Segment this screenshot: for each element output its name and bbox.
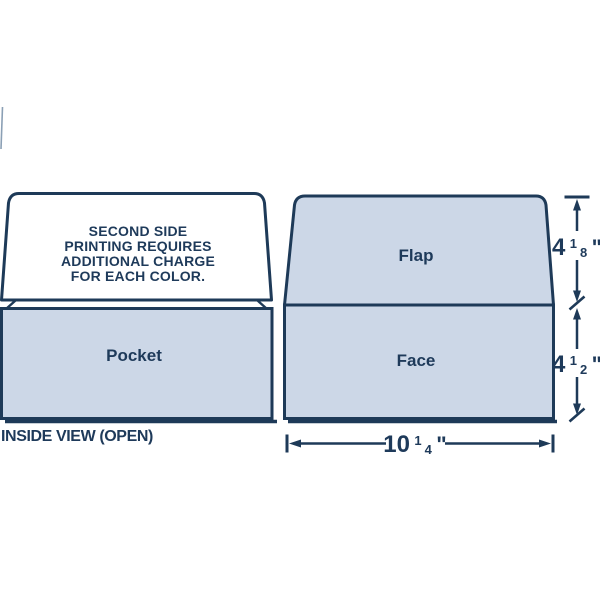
dim-slash-tick <box>568 295 586 311</box>
inside-view-envelope: SECOND SIDE PRINTING REQUIRES ADDITIONAL… <box>0 192 277 445</box>
face-label: Face <box>397 351 436 370</box>
width-dimension: 10 1 4 " <box>285 431 555 458</box>
face-shape <box>283 303 555 420</box>
arrow-up-icon <box>573 199 581 211</box>
cropped-line-fragment <box>0 106 4 150</box>
flap-note-line: SECOND SIDE <box>89 223 188 239</box>
pocket-label: Pocket <box>106 346 162 365</box>
flap-shape <box>283 194 555 307</box>
face-height-dimension: 4 1 2 " <box>552 308 600 423</box>
flap-note-line: FOR EACH COLOR. <box>71 268 205 284</box>
outside-view-envelope: Flap Face <box>283 194 557 424</box>
arrow-right-icon <box>539 439 551 448</box>
flap-height-dimension: 4 1 8 " <box>552 195 600 311</box>
arrow-left-icon <box>289 439 301 448</box>
face-height-value: 4 1 2 " <box>552 351 600 378</box>
flap-note: SECOND SIDE PRINTING REQUIRES ADDITIONAL… <box>61 223 215 284</box>
flap-note-line: PRINTING REQUIRES <box>64 238 211 254</box>
flap-height-value: 4 1 8 " <box>552 234 600 261</box>
open-flap-shape <box>0 192 273 302</box>
flap-note-line: ADDITIONAL CHARGE <box>61 253 215 269</box>
arrow-down-icon <box>573 403 581 415</box>
width-value: 10 1 4 " <box>383 431 446 458</box>
arrow-down-icon <box>573 290 581 302</box>
flap-label: Flap <box>399 246 434 265</box>
dim-slash-tick <box>568 407 586 423</box>
inside-view-caption: INSIDE VIEW (OPEN) <box>1 428 153 445</box>
arrow-up-icon <box>573 308 581 320</box>
pocket-shape <box>0 307 274 420</box>
